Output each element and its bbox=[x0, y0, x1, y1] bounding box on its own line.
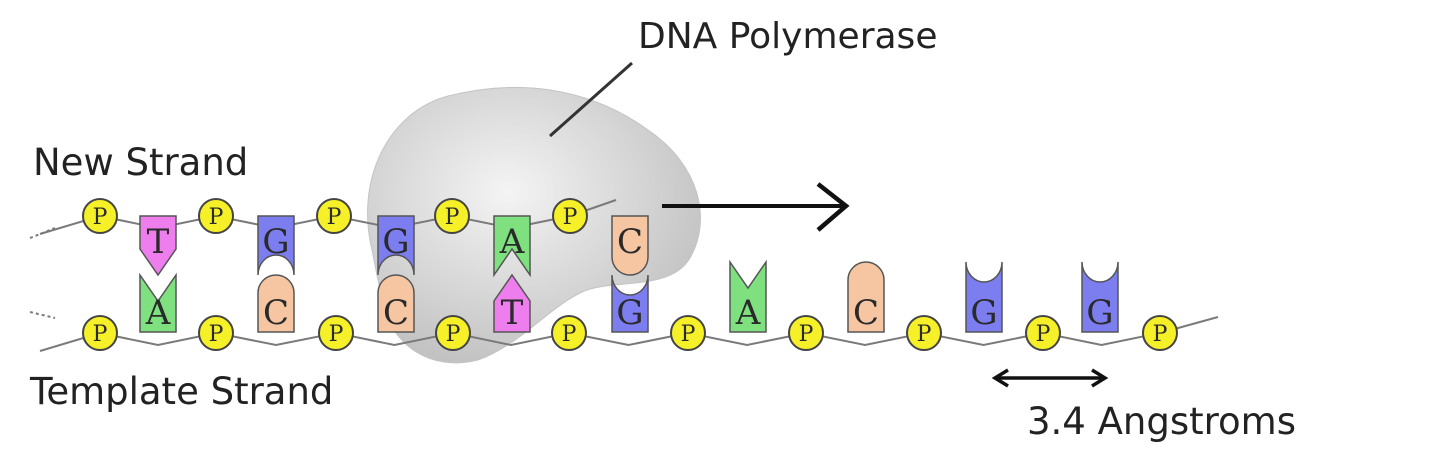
new-base-t: T bbox=[139, 215, 177, 277]
new-base-g: G bbox=[257, 215, 295, 276]
dna-polymerase-label: DNA Polymerase bbox=[638, 16, 937, 57]
phosphate-new-strand-letter: P bbox=[445, 205, 460, 230]
template-base-a: A bbox=[139, 272, 177, 333]
phosphate-template-strand: P bbox=[788, 315, 824, 351]
phosphate-template-strand-letter: P bbox=[1036, 322, 1051, 347]
template-base-g: G bbox=[965, 261, 1003, 333]
phosphate-template-strand-letter: P bbox=[799, 322, 814, 347]
template-strand-backbone bbox=[39, 316, 1219, 352]
template-strand-label: Template Strand bbox=[29, 370, 333, 413]
phosphate-template-strand-letter: P bbox=[562, 322, 577, 347]
template-base-t-letter: T bbox=[501, 293, 524, 333]
phosphate-template-strand-letter: P bbox=[93, 322, 108, 347]
phosphate-template-strand: P bbox=[906, 315, 942, 351]
enzyme-pointer-line bbox=[549, 61, 633, 138]
template-base-c-letter: C bbox=[383, 293, 409, 333]
template-base-c-letter: C bbox=[263, 293, 289, 333]
phosphate-new-strand: P bbox=[198, 198, 234, 234]
template-base-a-letter: A bbox=[735, 293, 761, 333]
template-base-a-letter: A bbox=[145, 293, 171, 333]
new-strand-tail bbox=[29, 227, 56, 239]
phosphate-new-strand: P bbox=[316, 198, 352, 234]
new-base-a-letter: A bbox=[499, 222, 525, 262]
template-base-t: T bbox=[493, 273, 531, 333]
phosphate-template-strand-letter: P bbox=[1153, 322, 1168, 347]
template-base-g: G bbox=[1081, 261, 1119, 333]
phosphate-template-strand: P bbox=[551, 315, 587, 351]
phosphate-template-strand: P bbox=[82, 315, 118, 351]
template-base-g: G bbox=[611, 274, 649, 333]
new-base-c-letter: C bbox=[617, 222, 643, 262]
phosphate-template-strand-letter: P bbox=[209, 322, 224, 347]
new-base-t-letter: T bbox=[147, 222, 170, 262]
phosphate-template-strand: P bbox=[670, 315, 706, 351]
phosphate-new-strand-letter: P bbox=[563, 205, 578, 230]
phosphate-new-strand: P bbox=[552, 198, 588, 234]
new-base-c: C bbox=[611, 215, 649, 276]
synthesis-direction-arrow bbox=[662, 182, 850, 232]
new-base-g-letter: G bbox=[262, 222, 289, 262]
phosphate-new-strand-letter: P bbox=[93, 205, 108, 230]
template-base-a: A bbox=[729, 259, 767, 333]
spacing-double-arrow bbox=[991, 368, 1109, 388]
dna-polymerase-enzyme bbox=[367, 86, 701, 364]
phosphate-template-strand-letter: P bbox=[329, 322, 344, 347]
template-base-c: C bbox=[257, 274, 295, 333]
new-base-g: G bbox=[377, 215, 415, 276]
phosphate-template-strand-letter: P bbox=[681, 322, 696, 347]
new-base-a: A bbox=[493, 215, 531, 278]
phosphate-template-strand: P bbox=[435, 315, 471, 351]
new-base-g-letter: G bbox=[382, 222, 409, 262]
new-strand-label: New Strand bbox=[33, 141, 248, 184]
template-base-c-letter: C bbox=[853, 293, 879, 333]
phosphate-groups: P P P P P P P P P P P P P P P bbox=[82, 198, 1178, 351]
phosphate-new-strand: P bbox=[82, 198, 118, 234]
template-strand-tail bbox=[29, 311, 56, 319]
phosphate-template-strand: P bbox=[318, 315, 354, 351]
phosphate-template-strand: P bbox=[1142, 315, 1178, 351]
template-base-g-letter: G bbox=[970, 293, 997, 333]
phosphate-new-strand-letter: P bbox=[327, 205, 342, 230]
template-base-c: C bbox=[847, 261, 885, 333]
template-base-c: C bbox=[377, 274, 415, 333]
spacing-label: 3.4 Angstroms bbox=[1027, 400, 1296, 443]
template-base-g-letter: G bbox=[616, 293, 643, 333]
phosphate-template-strand-letter: P bbox=[917, 322, 932, 347]
phosphate-template-strand-letter: P bbox=[446, 322, 461, 347]
template-base-g-letter: G bbox=[1086, 293, 1113, 333]
phosphate-template-strand: P bbox=[198, 315, 234, 351]
phosphate-new-strand-letter: P bbox=[209, 205, 224, 230]
phosphate-new-strand: P bbox=[434, 198, 470, 234]
phosphate-template-strand: P bbox=[1025, 315, 1061, 351]
